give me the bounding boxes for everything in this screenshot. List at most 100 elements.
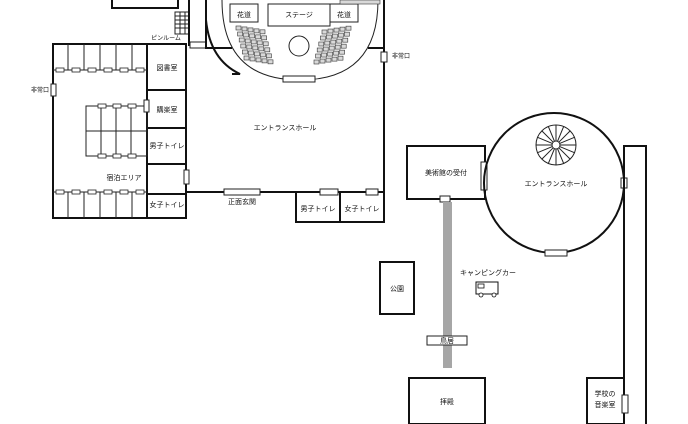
theater-seat — [256, 40, 263, 46]
dorm-bottom-row — [53, 189, 147, 218]
top-room-wall — [111, 0, 179, 9]
toilet-door-1[interactable] — [319, 188, 339, 196]
emergency-exit-door-left[interactable] — [50, 83, 57, 97]
theater-seat — [331, 56, 338, 62]
theater-seat — [254, 51, 260, 57]
label-emergency-exit-left: 非常口 — [31, 86, 49, 94]
theater-seat — [246, 44, 253, 50]
theater-seat — [318, 41, 325, 47]
theater-seat — [320, 35, 326, 41]
theater-seat — [235, 25, 242, 31]
theater-seat — [241, 26, 248, 32]
theater — [205, 0, 385, 83]
theater-seat — [324, 40, 331, 46]
label-torii: 鳥居 — [440, 336, 454, 345]
lodging-door[interactable] — [183, 169, 190, 185]
spiral-staircase-icon — [535, 124, 577, 166]
theater-seat — [327, 28, 334, 34]
theater-seat — [240, 43, 247, 49]
theater-seat — [249, 56, 256, 62]
torii-gate — [426, 335, 468, 346]
theater-seat — [337, 55, 344, 61]
hanamichi-left — [229, 3, 259, 23]
main-entrance-door[interactable] — [223, 188, 261, 196]
theater-seat — [237, 31, 243, 37]
theater-seat — [247, 27, 254, 33]
theater-seat — [260, 52, 266, 58]
theater-seat — [333, 50, 339, 56]
label-entrance-hall-round: エントランスホール — [525, 180, 588, 188]
label-camping-car: キャンピングカー — [460, 268, 516, 277]
theater-seat — [255, 34, 261, 40]
theater-seat — [333, 27, 340, 33]
label-mens-toilet-bottom: 男子トイレ — [301, 205, 336, 213]
label-entrance-hall-main: エントランスホール — [254, 124, 317, 132]
theater-seat — [243, 32, 249, 38]
camping-car-icon — [475, 281, 499, 298]
stairs-icon — [174, 11, 190, 35]
theater-seat — [316, 47, 323, 53]
label-hanamichi-left: 花道 — [237, 10, 251, 19]
theater-seat — [336, 38, 343, 44]
theater-seat — [255, 57, 262, 63]
theater-seat — [261, 58, 268, 64]
theater-seat — [261, 35, 267, 41]
emergency-exit-door-right[interactable] — [380, 51, 388, 63]
stage-lift — [288, 35, 310, 57]
label-womens-toilet-left: 女子トイレ — [150, 200, 185, 209]
theater-seat — [321, 29, 328, 35]
theater-seat — [315, 53, 321, 59]
theater-seat — [322, 46, 329, 52]
theater-seat — [338, 32, 344, 38]
label-music-room: 購楽室 — [157, 105, 178, 114]
music-room-door[interactable] — [143, 99, 150, 113]
theater-seat — [266, 53, 272, 59]
theater-seat — [319, 58, 326, 64]
approach-path — [443, 202, 452, 368]
school-music-room-door[interactable] — [621, 394, 629, 414]
label-main-entrance: 正面玄関 — [228, 197, 256, 206]
theater-seat — [328, 45, 335, 51]
label-pinroom: ピンルーム — [151, 35, 181, 42]
theater-seat — [334, 44, 341, 50]
theater-seat — [259, 29, 266, 35]
museum-reception-door[interactable] — [439, 195, 451, 203]
entrance-hall-wall — [186, 46, 385, 223]
theater-seat — [326, 34, 332, 40]
label-school-music-room-2: 音楽室 — [595, 400, 616, 409]
theater-seat — [321, 52, 327, 58]
toilet-door-2[interactable] — [365, 188, 379, 196]
theater-seat — [250, 39, 257, 45]
theater-seats-right — [313, 25, 352, 65]
theater-seat — [339, 49, 345, 55]
theater-seat — [325, 57, 332, 63]
theater-seat — [327, 51, 333, 57]
label-womens-toilet-bottom: 女子トイレ — [345, 204, 380, 213]
theater-seat — [267, 59, 274, 65]
theater-door[interactable] — [282, 75, 316, 83]
theater-seat — [252, 45, 259, 51]
theater-seat — [253, 28, 260, 34]
theater-seats-left — [235, 25, 274, 65]
theater-seat — [264, 47, 271, 53]
theater-seat — [244, 38, 251, 44]
right-corridor — [623, 145, 647, 424]
theater-seat — [330, 39, 337, 45]
theater-seat — [339, 26, 346, 32]
label-school-music-room-1: 学校の — [595, 389, 616, 398]
label-stage: ステージ — [285, 11, 313, 19]
pinroom-door[interactable] — [189, 41, 207, 49]
theater-seat — [248, 50, 254, 56]
label-museum-reception: 美術館の受付 — [425, 168, 467, 177]
haiden — [408, 377, 486, 424]
theater-seat — [345, 25, 352, 31]
theater-seat — [258, 46, 265, 52]
theater-seat — [340, 43, 347, 49]
park — [379, 261, 415, 315]
label-lodging-area: 宿泊エリア — [107, 173, 142, 182]
round-hall-door[interactable] — [544, 249, 568, 257]
label-library: 図書室 — [157, 63, 178, 72]
theater-seat — [332, 33, 338, 39]
theater-seat — [262, 41, 269, 47]
